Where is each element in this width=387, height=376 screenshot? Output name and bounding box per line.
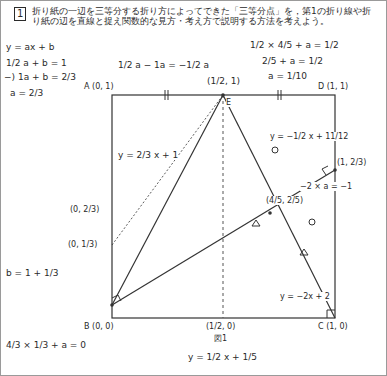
handwritten-note: 4/3 × 1/3 + a = 0 (6, 340, 86, 350)
handwritten-note: A (0, 1) (84, 82, 114, 91)
handwritten-note: B (0, 0) (84, 322, 114, 331)
handwritten-note: a = 2/3 (10, 88, 43, 98)
handwritten-note: y = ax + b (6, 42, 54, 52)
handwritten-note: 1/2 × 4/5 + a = 1/2 (250, 40, 339, 50)
handwritten-note: b = 1 + 1/3 (6, 268, 58, 278)
handwritten-note: 図1 (214, 334, 227, 343)
handwritten-note: a = 1/10 (268, 71, 307, 81)
handwritten-note: (1, 2/3) (337, 158, 366, 167)
handwritten-note: 1/2 a + b = 1 (6, 58, 67, 68)
handwritten-note: 1/2 a − 1a = −1/2 a (118, 60, 209, 70)
handwritten-note: (0, 2/3) (70, 205, 99, 214)
problem-number: 1 (14, 7, 26, 21)
handwritten-note: 2/5 + a = 1/2 (262, 56, 323, 66)
handwritten-note: C (1, 0) (318, 322, 348, 331)
handwritten-note: −2 × a = −1 (300, 182, 352, 191)
handwritten-note: −) 1a + b = 2/3 (4, 72, 76, 82)
handwritten-note: (4/5, 2/5) (266, 196, 303, 205)
handwritten-note: y = 1/2 x + 1/5 (188, 352, 257, 362)
handwritten-note: (1/2, 0) (206, 322, 235, 331)
handwritten-note: y = −1/2 x + 11/12 (270, 132, 348, 141)
handwritten-note: (1/2, 1) (207, 76, 240, 86)
handwritten-note: y = 2/3 x + 1 (118, 150, 178, 160)
handwritten-note: E (226, 98, 231, 107)
handwritten-note: D (1, 1) (318, 82, 348, 91)
handwritten-note: y = −2x + 2 (280, 292, 330, 301)
problem-text: 折り紙の一辺を三等分する折り方によってできた「三等分点」を，第1の折り線や折り紙… (32, 6, 377, 27)
handwritten-note: (0, 1/3) (68, 240, 97, 249)
